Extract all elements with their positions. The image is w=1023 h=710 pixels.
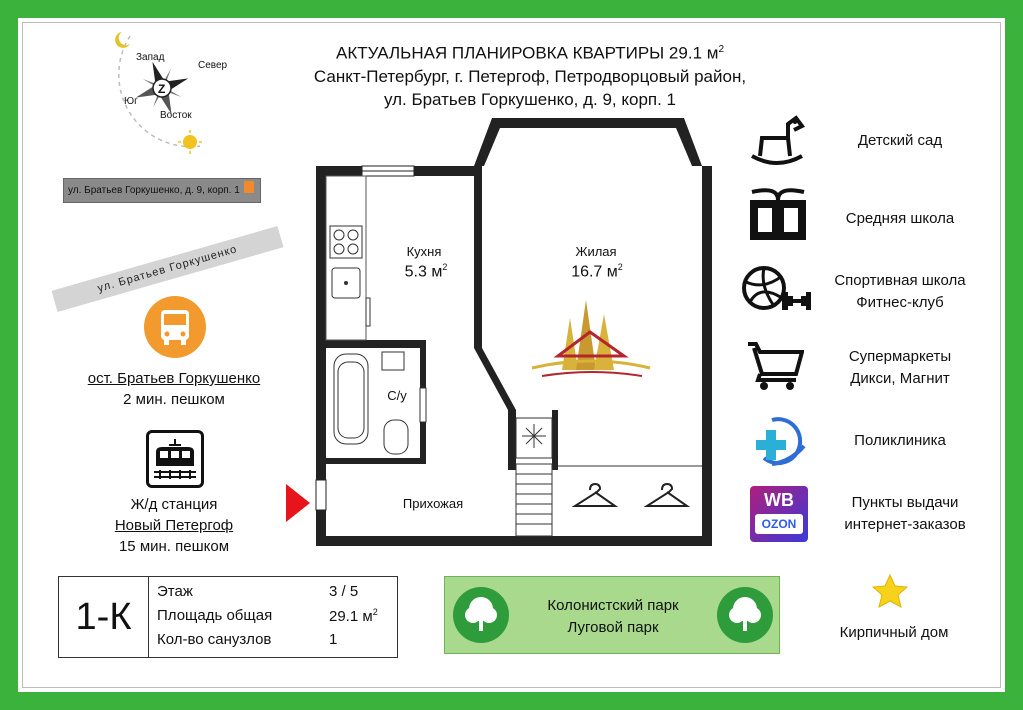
- train-icon: [146, 430, 204, 488]
- amenity-clinic: Поликлиника: [820, 430, 980, 452]
- living-area-sup: 2: [617, 262, 623, 272]
- ozon-logo-text: OZON: [755, 514, 803, 534]
- apartment-info-box: 1-К Этаж 3 / 5 Площадь общая 29.1 м2 Кол…: [58, 576, 398, 658]
- floor-label: Этаж: [157, 583, 193, 600]
- kitchen-label: Кухня: [406, 244, 442, 259]
- street-bar-label: ул. Братьев Горкушенко, д. 9, корп. 1: [68, 185, 240, 196]
- park-name-1: Колонистский парк: [547, 597, 679, 614]
- title-line-2: Санкт-Петербург, г. Петергоф, Петродворц…: [313, 66, 747, 86]
- total-area-sup: 2: [372, 607, 378, 617]
- title-line-1: АКТУАЛЬНАЯ ПЛАНИРОВКА КВАРТИРЫ 29.1 м: [336, 43, 719, 63]
- compass-north: Север: [198, 60, 228, 71]
- amenity-sublabel: Фитнес-клуб: [856, 294, 944, 311]
- parks-text: Колонистский парк Луговой парк: [515, 595, 711, 639]
- train-station-info: Ж/д станция Новый Петергоф 15 мин. пешко…: [54, 494, 294, 557]
- tree-icon: [453, 587, 509, 643]
- wb-ozon-icon: WB OZON: [750, 486, 808, 542]
- living-area-value: 16.7 м: [571, 263, 618, 281]
- total-area-label: Площадь общая: [157, 607, 273, 624]
- amenity-label: Детский сад: [857, 132, 943, 149]
- amenity-sublabel: Дикси, Магнит: [850, 370, 950, 387]
- book-icon: [750, 188, 806, 240]
- floor-value: 3 / 5: [329, 583, 359, 600]
- floor-plan: Кухня 5.3 м2 Жилая 16.7 м2 С/у Прихожая: [312, 118, 712, 548]
- living-room-label: Жилая: [575, 244, 617, 259]
- bus-stop-name: ост. Братьев Горкушенко: [87, 370, 261, 387]
- bathrooms-value: 1: [329, 631, 338, 648]
- parks-box: Колонистский парк Луговой парк: [444, 576, 780, 654]
- cart-icon: [748, 342, 804, 390]
- compass-icon: [115, 32, 202, 154]
- sports-icon: [742, 266, 811, 310]
- amenity-label: Супермаркеты: [848, 348, 952, 365]
- amenity-pickup-points: Пункты выдачи интернет-заказов: [820, 492, 990, 536]
- living-room-area: 16.7 м2: [552, 262, 642, 281]
- bus-stop-time: 2 мин. пешком: [123, 391, 225, 408]
- floor-plan-drawing: [315, 118, 712, 546]
- inner-border: [22, 22, 1001, 688]
- kitchen-area-sup: 2: [442, 262, 448, 272]
- amenity-school: Средняя школа: [820, 208, 980, 230]
- amenity-kindergarten: Детский сад: [820, 130, 980, 152]
- amenity-label: Поликлиника: [854, 432, 946, 449]
- compass: Запад Север Юг Восток Z: [100, 28, 230, 158]
- building-street-bar: ул. Братьев Горкушенко, д. 9, корп. 1: [63, 178, 261, 203]
- bathrooms-label: Кол-во санузлов: [157, 631, 272, 648]
- train-station-name: Новый Петергоф: [114, 517, 234, 534]
- bus-stop-info: ост. Братьев Горкушенко 2 мин. пешком: [54, 368, 294, 410]
- rocking-horse-icon: [751, 115, 806, 165]
- apartment-type: 1-К: [59, 577, 149, 657]
- amenity-label: Средняя школа: [845, 210, 955, 227]
- compass-letter: Z: [158, 82, 166, 96]
- wb-logo-text: WB: [764, 490, 794, 510]
- entrance-arrow-icon: [286, 484, 310, 522]
- amenity-label: Спортивная школа: [834, 272, 966, 289]
- bus-icon: [144, 296, 206, 358]
- star-icon: [872, 574, 908, 608]
- brick-house-label: Кирпичный дом: [839, 624, 949, 641]
- building-marker: [244, 181, 254, 193]
- title-sup: 2: [718, 44, 724, 55]
- hallway-label: Прихожая: [402, 496, 464, 511]
- total-area-number: 29.1 м: [329, 608, 373, 625]
- compass-south: Юг: [124, 96, 138, 107]
- kitchen-area-value: 5.3 м: [404, 263, 443, 281]
- total-area-value: 29.1 м2: [329, 607, 378, 625]
- developer-logo-icon: [531, 300, 651, 377]
- train-station-label: Ж/д станция: [130, 496, 218, 513]
- title-line-3: ул. Братьев Горкушенко, д. 9, корп. 1: [383, 89, 677, 109]
- train-station-time: 15 мин. пешком: [118, 538, 230, 555]
- tree-icon: [717, 587, 773, 643]
- amenity-sublabel: интернет-заказов: [844, 516, 966, 533]
- compass-east: Восток: [160, 110, 192, 121]
- page-title: АКТУАЛЬНАЯ ПЛАНИРОВКА КВАРТИРЫ 29.1 м2 С…: [300, 38, 760, 111]
- bathroom-label: С/у: [387, 388, 407, 403]
- park-name-2: Луговой парк: [567, 619, 659, 636]
- kitchen-area: 5.3 м2: [386, 262, 466, 281]
- compass-west: Запад: [136, 52, 165, 63]
- medical-icon: [756, 417, 806, 466]
- amenity-label: Пункты выдачи: [851, 494, 959, 511]
